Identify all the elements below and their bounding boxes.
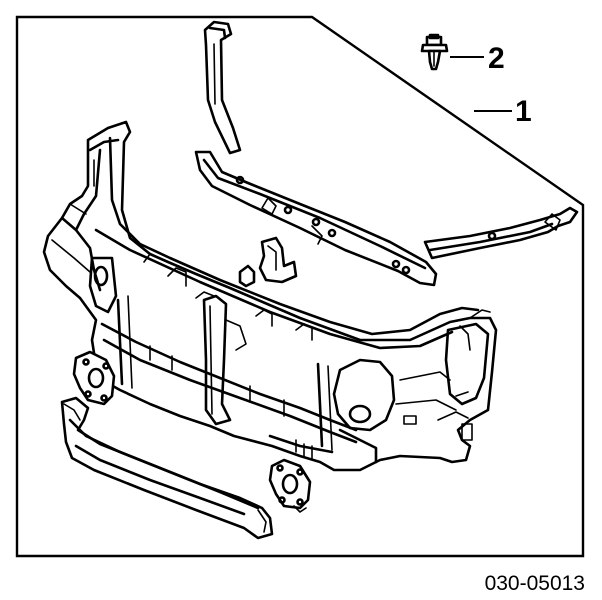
reference-code: 030-05013: [485, 572, 585, 595]
upper-stay: [203, 20, 242, 155]
upper-tie-bar-extension: [423, 206, 579, 260]
diagram-frame: [15, 15, 585, 558]
callout-2-label: 2: [488, 42, 505, 75]
center-brackets: [238, 236, 298, 288]
clip-fastener: [420, 33, 449, 71]
lower-right-bracket: [268, 458, 312, 513]
lower-left-bracket: [72, 350, 116, 406]
radiator-core-support: [42, 120, 498, 472]
callout-1-label: 1: [515, 95, 532, 128]
upper-tie-bar: [194, 150, 438, 287]
lower-tie-bar: [60, 396, 274, 540]
